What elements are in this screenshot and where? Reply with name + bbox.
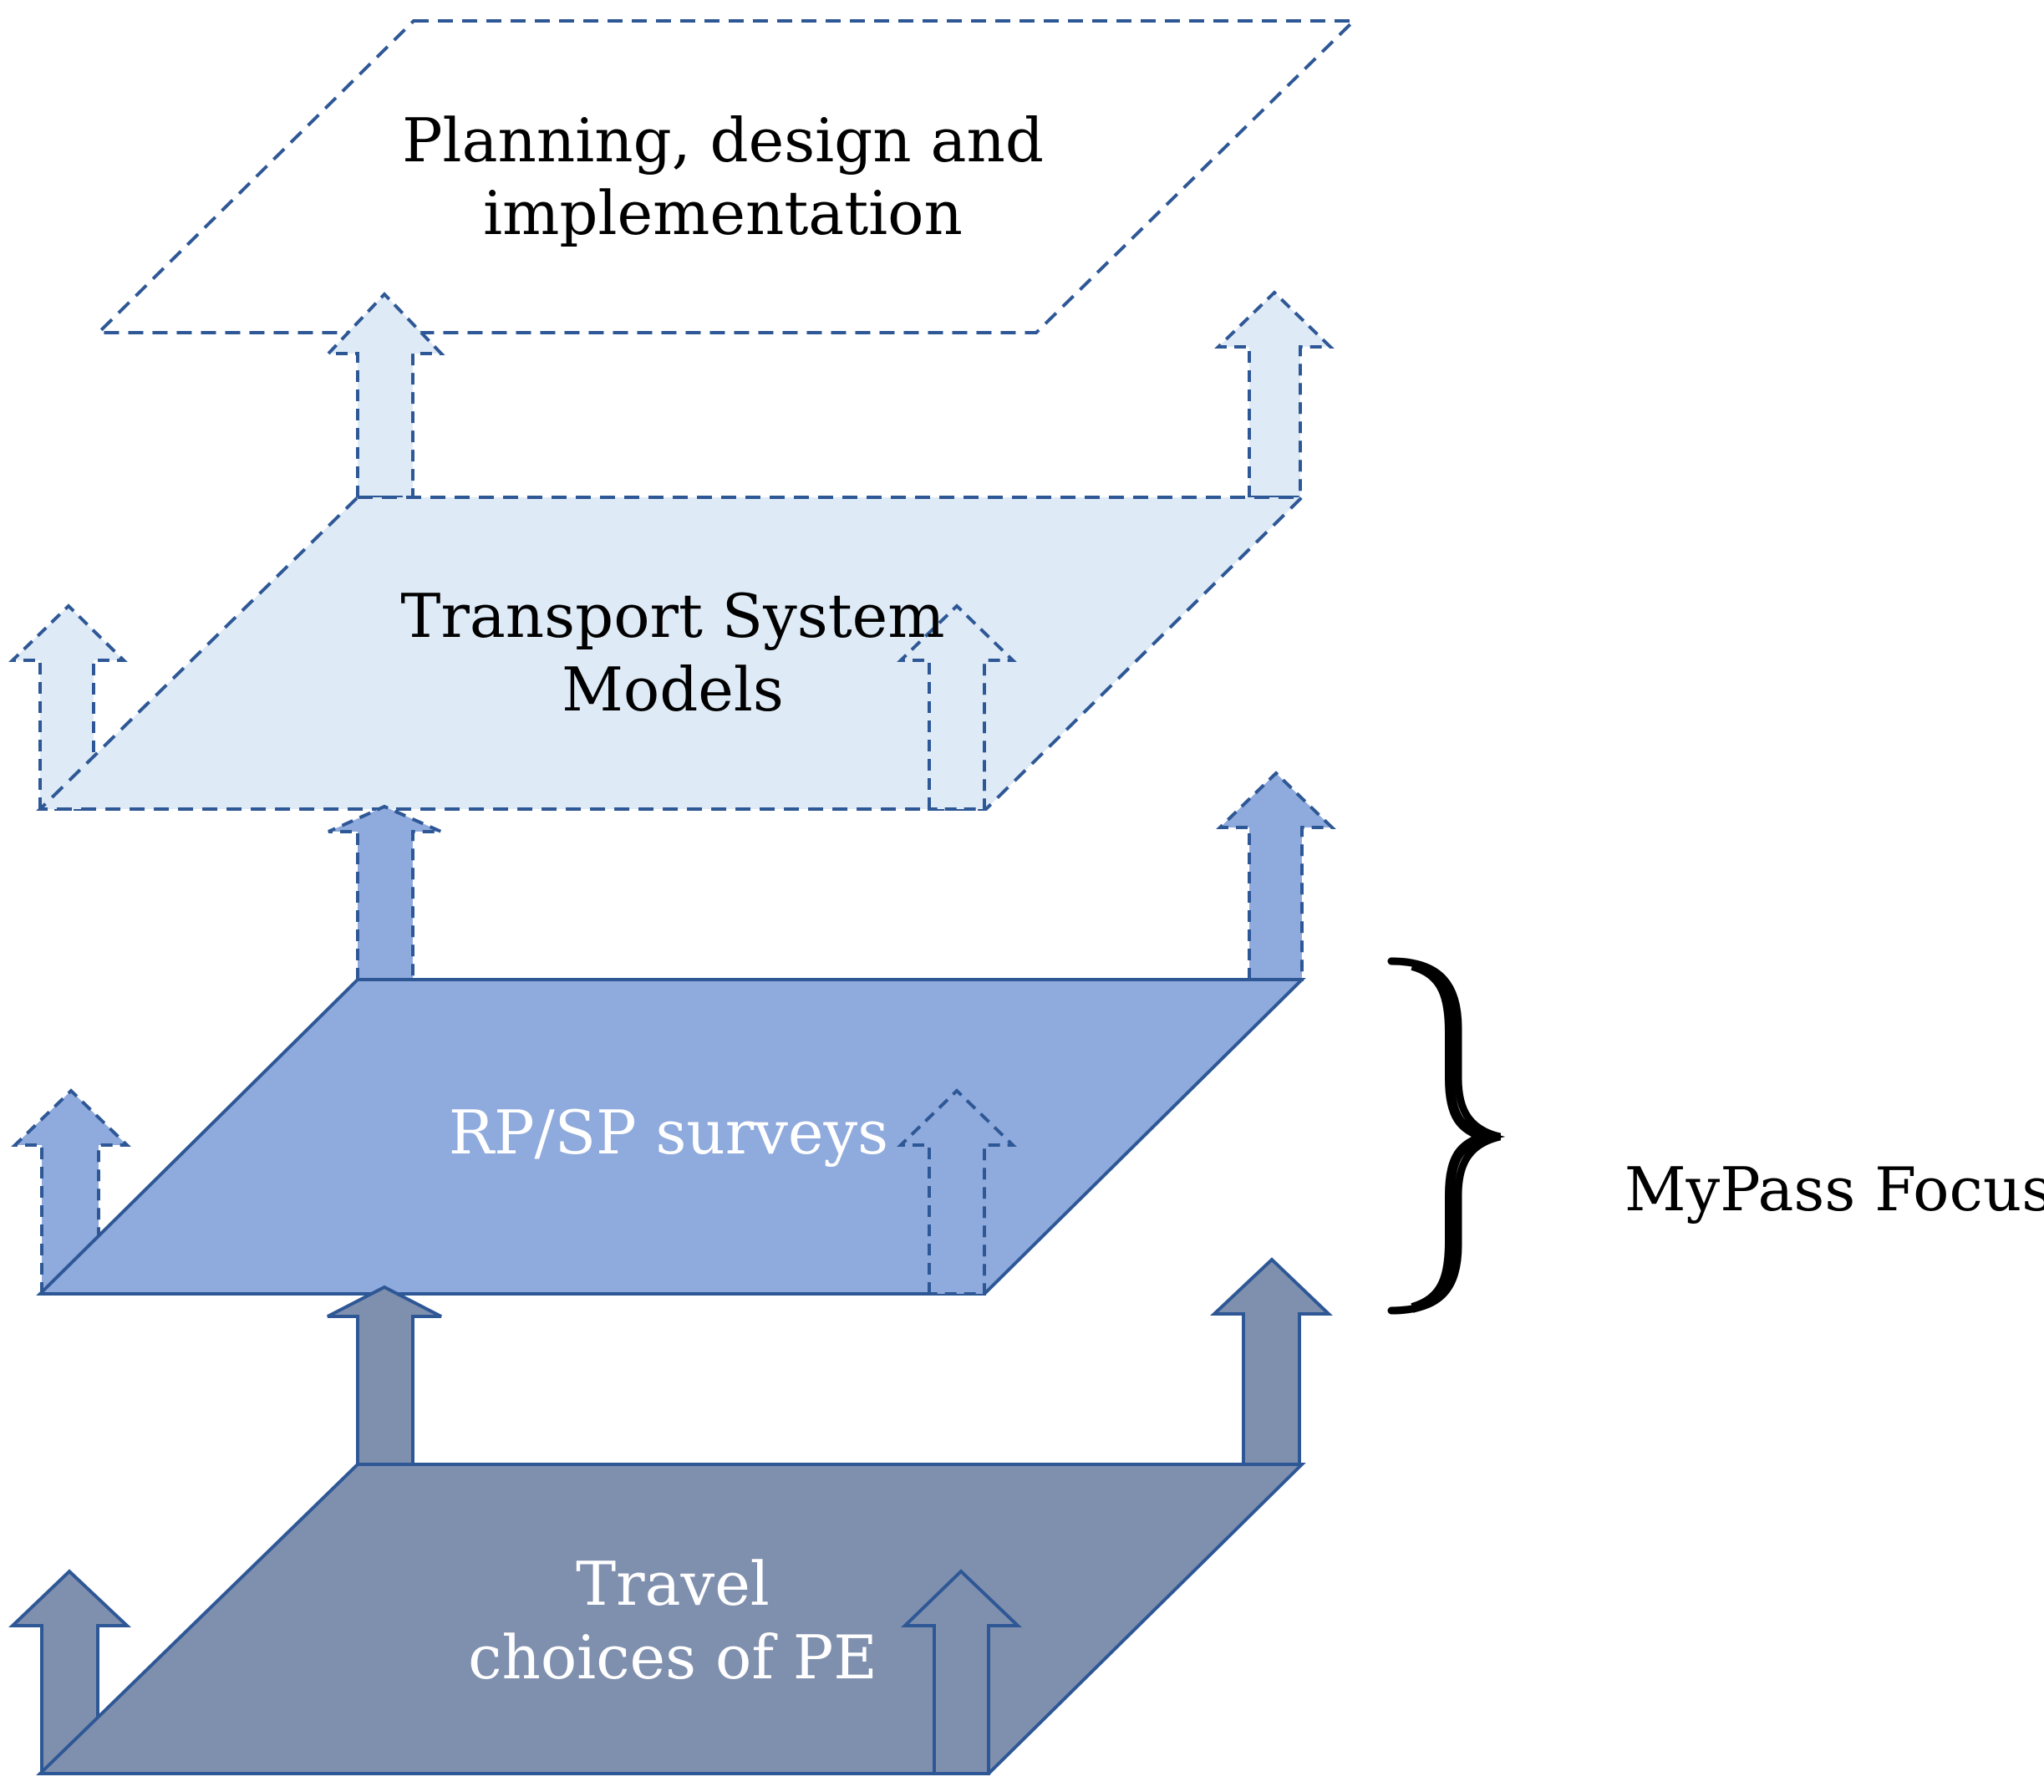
models-layer: Transport System Models	[8, 496, 1306, 811]
planning-label-line1: Planning, design and	[402, 105, 1044, 176]
models-label-line1: Transport System	[400, 581, 944, 651]
choices-to-surveys-arrows	[327, 1257, 1333, 1466]
arrow-up-icon	[1214, 290, 1335, 499]
models-to-planning-arrows	[324, 290, 1335, 499]
arrow-up-icon	[328, 804, 442, 981]
models-label-line2: Models	[562, 654, 784, 725]
choices-layer: Travel choices of PE	[8, 1463, 1306, 1775]
arrow-up-icon	[1216, 771, 1336, 981]
planning-layer: Planning, design and implementation	[94, 19, 1358, 334]
surveys-to-models-arrows	[328, 771, 1336, 981]
surveys-label: RP/SP surveys	[449, 1097, 888, 1168]
choices-label-line1: Travel	[576, 1549, 770, 1619]
arrow-up-icon	[327, 1285, 442, 1466]
arrow-up-icon	[897, 603, 1017, 811]
planning-label-line2: implementation	[483, 178, 963, 248]
curly-brace-thick	[1411, 960, 1506, 1313]
focus-label: MyPass Focus	[1625, 1154, 2044, 1224]
focus-bracket	[1387, 957, 1506, 1315]
models-plane	[36, 496, 1306, 811]
arrow-up-icon	[1209, 1257, 1333, 1466]
choices-label-line2: choices of PE	[468, 1622, 877, 1693]
choices-plane	[36, 1463, 1306, 1775]
arrow-up-icon	[897, 1088, 1017, 1296]
planning-plane	[94, 19, 1358, 334]
arrow-up-icon	[324, 292, 445, 499]
arrow-up-icon	[901, 1569, 1022, 1775]
surveys-layer: RP/SP surveys	[11, 978, 1306, 1296]
